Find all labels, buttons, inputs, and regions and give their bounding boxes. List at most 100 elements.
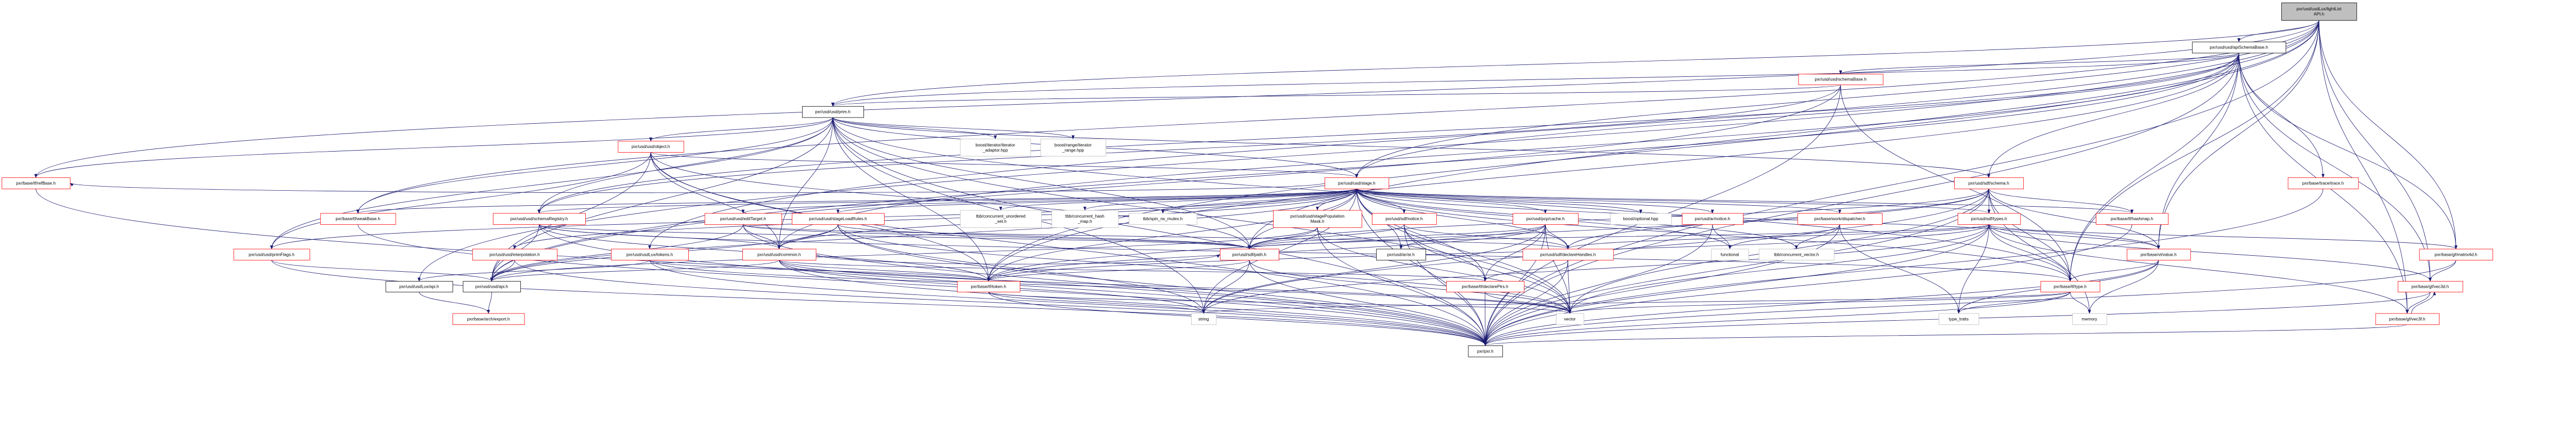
node-label: pxr/usd/usd/schemaRegistry.h (511, 216, 568, 221)
node-label: pxr/usd/usd/interpolation.h (489, 252, 540, 257)
edge-stage-to-interpolation (513, 188, 1357, 250)
node-label: functional (1721, 252, 1739, 257)
node-box (802, 106, 864, 118)
node-editTarget[interactable]: pxr/usd/usd/editTarget.h (704, 213, 782, 225)
node-memory: memory (2072, 313, 2107, 325)
edge-tfType-to-pxr (1484, 291, 2071, 346)
node-hashmap[interactable]: pxr/base/tf/hashmap.h (2096, 213, 2168, 225)
node-rangeIter: boost/range/iterator_range.hpp (1040, 139, 1106, 157)
node-matrix4d[interactable]: pxr/base/gf/matrix4d.h (2419, 249, 2494, 261)
edge-object-to-primFlags (270, 152, 651, 250)
node-refBase[interactable]: pxr/base/tf/refBase.h (2, 177, 71, 189)
node-pcpCache[interactable]: pxr/usd/pcp/cache.h (1513, 213, 1579, 225)
edge-apiSchemaBase-to-vtValue (2157, 53, 2240, 250)
edge-prim-to-vector (833, 117, 1572, 314)
edge-luxApi-to-archExport (419, 291, 490, 314)
edge-apiSchemaBase-to-usdApi (490, 53, 2240, 282)
edge-pcpCache-to-declarePtrs (1483, 224, 1546, 282)
edge-apiSchemaBase-to-schemaBase (1839, 53, 2240, 75)
edge-popMask-to-sdfPath (1247, 227, 1318, 250)
node-box (611, 249, 689, 261)
node-pxr[interactable]: pxr/pxr.h (1468, 345, 1503, 357)
node-apiSchemaBase[interactable]: pxr/usd/usd/apiSchemaBase.h (2192, 41, 2286, 54)
node-dispatcher[interactable]: pxr/base/work/dispatcher.h (1797, 213, 1883, 225)
edge-stage-to-vector (1356, 188, 1572, 314)
node-box (1052, 210, 1119, 228)
node-object[interactable]: pxr/usd/usd/object.h (618, 141, 684, 153)
node-declarePtrs[interactable]: pxr/base/tf/declarePtrs.h (1446, 281, 1524, 292)
edge-stage-to-vtValue (1356, 188, 2160, 250)
node-schemaRegistry[interactable]: pxr/usd/usd/schemaRegistry.h (493, 213, 586, 225)
node-arNotice[interactable]: pxr/usd/ar/notice.h (1682, 213, 1743, 225)
edge-apiSchemaBase-to-trace (2239, 53, 2325, 178)
node-token[interactable]: pxr/base/tf/token.h (957, 281, 1021, 292)
node-stage[interactable]: pxr/usd/usd/stage.h (1325, 177, 1389, 189)
node-sdfTypes[interactable]: pxr/usd/sdf/types.h (1957, 213, 2021, 225)
node-box (1191, 313, 1217, 325)
node-label: pxr/base/work/dispatcher.h (1814, 216, 1865, 221)
edge-pcpCache-to-string (1202, 224, 1546, 314)
edge-root-to-pxr (1483, 20, 2319, 346)
node-box (2127, 249, 2191, 261)
node-box (1468, 345, 1503, 357)
node-label: pxr/base/tf/declarePtrs.h (1462, 284, 1509, 289)
node-luxApi[interactable]: pxr/usd/usdLux/api.h (385, 281, 453, 292)
node-label: pxr/usd/sdf/types.h (1971, 216, 2007, 221)
node-box (463, 281, 521, 292)
node-label: pxr/usd/ar/notice.h (1695, 216, 1731, 221)
node-ar[interactable]: pxr/usd/ar/ar.h (1376, 249, 1426, 261)
node-common[interactable]: pxr/usd/usd/common.h (742, 249, 817, 261)
edge-stage-to-declareHandles (1356, 188, 1570, 250)
node-tfType[interactable]: pxr/base/tf/type.h (2040, 281, 2100, 292)
node-sdfPath[interactable]: pxr/usd/sdf/path.h (1219, 249, 1279, 261)
node-sdfNotice[interactable]: pxr/usd/sdf/notice.h (1371, 213, 1437, 225)
node-prim[interactable]: pxr/usd/usd/prim.h (802, 106, 864, 118)
edge-prim-to-common (777, 117, 833, 250)
edge-layer (34, 20, 2458, 346)
node-vec3f[interactable]: pxr/base/gf/vec3f.h (2375, 313, 2439, 325)
edge-sdfTypes-to-typeTraits (1957, 224, 1989, 314)
edge-root-to-vec3f (2318, 20, 2409, 314)
edge-sdfSchema-to-token (987, 188, 1989, 282)
node-trace[interactable]: pxr/base/trace/trace.h (2287, 177, 2359, 189)
edge-stageLoadRules-to-sdfPath (838, 224, 1251, 250)
node-label: _adaptor.hpp (982, 147, 1008, 153)
edge-tfType-to-string (1202, 291, 2071, 314)
edge-apiSchemaBase-to-matrix4d (2239, 53, 2458, 250)
node-primFlags[interactable]: pxr/usd/usd/primFlags.h (233, 249, 310, 261)
node-box (704, 213, 782, 225)
node-declareHandles[interactable]: pxr/usd/sdf/declareHandles.h (1522, 249, 1614, 261)
edge-sdfTypes-to-string (1202, 224, 1989, 314)
node-interpolation[interactable]: pxr/usd/usd/interpolation.h (472, 249, 557, 261)
node-label: pxr/base/tf/token.h (971, 284, 1006, 289)
node-box (1371, 213, 1437, 225)
node-archExport[interactable]: pxr/base/arch/export.h (452, 313, 525, 325)
node-stageLoadRules[interactable]: pxr/usd/usd/stageLoadRules.h (791, 213, 885, 225)
node-weakBase[interactable]: pxr/base/tf/weakBase.h (320, 213, 396, 225)
node-label: pxr/usd/usd/common.h (757, 252, 801, 257)
node-usdApi[interactable]: pxr/usd/usd/api.h (463, 281, 521, 292)
node-vec3d[interactable]: pxr/base/gf/vec3d.h (2398, 281, 2463, 292)
edge-root-to-sdfPath (1248, 20, 2319, 250)
edge-apiSchemaBase-to-sdfSchema (1987, 53, 2240, 178)
edge-arNotice-to-pxr (1483, 224, 1713, 346)
edge-apiSchemaBase-to-token (987, 53, 2240, 282)
node-label: pxr/base/gf/vec3f.h (2389, 316, 2426, 321)
node-luxTokens[interactable]: pxr/usd/usdLux/tokens.h (611, 249, 689, 261)
node-label: pxr/base/tf/hashmap.h (2111, 216, 2154, 221)
node-vtValue[interactable]: pxr/base/vt/value.h (2127, 249, 2191, 261)
node-box (2192, 41, 2286, 54)
node-label: pxr/usd/usdLux/tokens.h (626, 252, 673, 257)
edge-pcpCache-to-vector (1545, 224, 1572, 314)
node-label: tbb/concurrent_vector.h (1774, 252, 1819, 257)
node-label: _set.h (994, 219, 1007, 224)
node-layer: pxr/usd/usdLux/lightListAPI.hpxr/usd/usd… (2, 3, 2494, 357)
node-schemaBase[interactable]: pxr/usd/usd/schemaBase.h (1798, 74, 1884, 86)
edge-common-to-pxr (778, 260, 1487, 346)
node-label: pxr/base/tf/type.h (2054, 284, 2087, 289)
node-label: tbb/spin_rw_mutex.h (1143, 216, 1183, 221)
node-sdfSchema[interactable]: pxr/usd/sdf/schema.h (1954, 177, 2024, 189)
edge-schemaRegistry-to-sdfPath (538, 224, 1251, 250)
node-box (960, 210, 1042, 228)
